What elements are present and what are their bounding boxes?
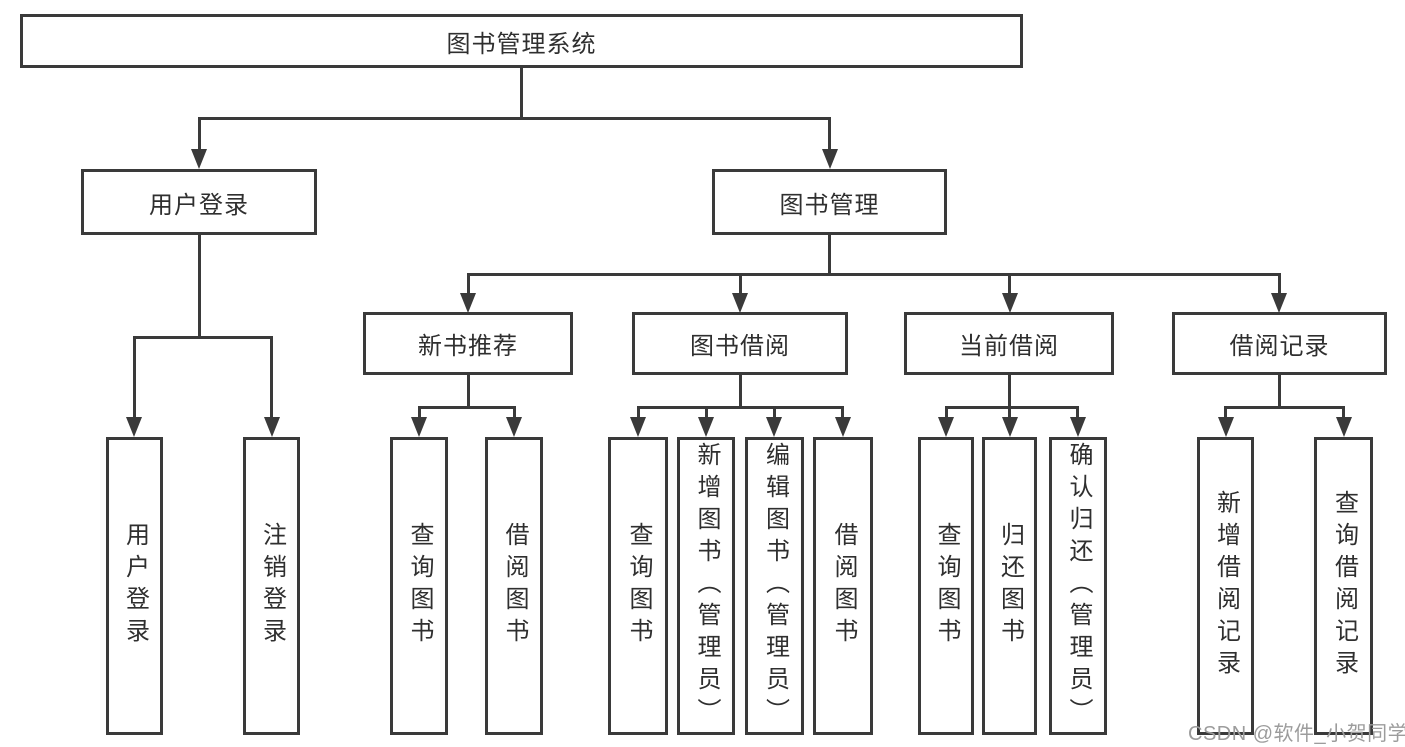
node-leaf-cb-confirm-return-admin: 确认归还（管理员）: [1049, 437, 1107, 735]
connector-arm: [513, 406, 516, 420]
connector-new-book-stub: [467, 375, 470, 406]
node-root: 图书管理系统: [20, 14, 1023, 68]
connector-borrow-records-stub: [1278, 375, 1281, 406]
arrow-down-icon: [1002, 417, 1018, 437]
node-leaf-br-query-record: 查询借阅记录: [1314, 437, 1373, 735]
watermark-text: CSDN @软件_小贺同学: [1188, 723, 1405, 745]
arrow-down-icon: [191, 149, 207, 169]
connector-book-borrow-split: [637, 406, 844, 409]
node-leaf-bb-add-books-admin-label: 新增图书（管理员）: [693, 442, 720, 730]
node-borrow-records: 借阅记录: [1172, 312, 1387, 375]
node-leaf-bb-add-books-admin: 新增图书（管理员）: [677, 437, 735, 735]
connector-new-book-split: [418, 406, 515, 409]
node-leaf-bb-edit-books-admin-label: 编辑图书（管理员）: [761, 442, 789, 730]
arrow-down-icon: [1002, 293, 1018, 313]
arrow-down-icon: [1336, 417, 1352, 437]
node-leaf-bb-borrow-books: 借阅图书: [813, 437, 873, 735]
arrow-down-icon: [630, 417, 646, 437]
arrow-down-icon: [938, 417, 954, 437]
node-leaf-bb-query-books-label: 查询图书: [625, 522, 652, 650]
connector-current-borrow-arm: [1008, 273, 1011, 295]
node-book-borrow-label: 图书借阅: [690, 333, 790, 360]
node-current-borrow: 当前借阅: [904, 312, 1114, 375]
connector-borrow-records-split: [1224, 406, 1345, 409]
node-leaf-rec-borrow-books: 借阅图书: [485, 437, 543, 735]
connector-book-mgmt-split: [467, 273, 1281, 276]
arrow-down-icon: [835, 417, 851, 437]
connector-arm: [1224, 406, 1227, 420]
arrow-down-icon: [460, 293, 476, 313]
connector-book-borrow-arm: [739, 273, 742, 295]
node-user-login-branch-label: 用户登录: [149, 191, 249, 219]
node-leaf-bb-query-books: 查询图书: [608, 437, 668, 735]
connector-root-stub: [520, 68, 523, 117]
node-leaf-bb-borrow-books-label: 借阅图书: [830, 522, 857, 650]
connector-arm: [1342, 406, 1345, 420]
arrow-down-icon: [1070, 417, 1086, 437]
arrow-down-icon: [766, 417, 782, 437]
node-leaf-cb-return-books: 归还图书: [982, 437, 1037, 735]
connector-book-borrow-stub: [739, 375, 742, 406]
node-leaf-cb-confirm-return-admin-label: 确认归还（管理员）: [1065, 442, 1092, 730]
node-borrow-records-label: 借阅记录: [1229, 333, 1330, 360]
connector-book-mgmt-arm: [828, 117, 831, 153]
connector-level1-split: [198, 117, 831, 120]
connector-user-login-stub: [198, 235, 201, 336]
connector-arm: [1076, 406, 1079, 420]
node-book-management-branch-label: 图书管理: [779, 191, 880, 219]
node-book-management-branch: 图书管理: [712, 169, 947, 235]
node-leaf-rec-query-books-label: 查询图书: [406, 522, 433, 650]
arrow-down-icon: [264, 417, 280, 437]
connector-new-book-arm: [467, 273, 470, 295]
node-user-login-branch: 用户登录: [81, 169, 317, 235]
node-leaf-rec-borrow-books-label: 借阅图书: [501, 522, 528, 650]
arrow-down-icon: [822, 149, 838, 169]
arrow-down-icon: [1271, 293, 1287, 313]
connector-arm: [1008, 406, 1011, 420]
connector-logout-arm: [270, 336, 273, 419]
arrow-down-icon: [411, 417, 427, 437]
node-leaf-cb-query-books: 查询图书: [918, 437, 974, 735]
node-leaf-br-add-record: 新增借阅记录: [1197, 437, 1254, 735]
connector-arm: [418, 406, 421, 420]
arrow-down-icon: [698, 417, 714, 437]
connector-current-borrow-stub: [1008, 375, 1011, 406]
node-book-borrow: 图书借阅: [632, 312, 848, 375]
connector-user-login-split: [133, 336, 273, 339]
connector-arm: [705, 406, 708, 420]
arrow-down-icon: [506, 417, 522, 437]
arrow-down-icon: [1218, 417, 1234, 437]
connector-borrow-records-arm: [1278, 273, 1281, 295]
node-leaf-logout-label: 注销登录: [258, 522, 286, 650]
node-leaf-user-login-label: 用户登录: [121, 522, 149, 650]
node-current-borrow-label: 当前借阅: [959, 333, 1059, 360]
node-leaf-rec-query-books: 查询图书: [390, 437, 448, 735]
connector-user-login-arm: [198, 117, 201, 153]
node-leaf-br-query-record-label: 查询借阅记录: [1330, 490, 1358, 682]
connector-login-arm: [133, 336, 136, 419]
arrow-down-icon: [732, 293, 748, 313]
connector-arm: [773, 406, 776, 420]
node-leaf-br-add-record-label: 新增借阅记录: [1212, 490, 1240, 682]
node-leaf-user-login: 用户登录: [106, 437, 163, 735]
node-new-book-recommend: 新书推荐: [363, 312, 573, 375]
connector-arm: [945, 406, 948, 420]
node-leaf-cb-return-books-label: 归还图书: [996, 522, 1024, 650]
node-new-book-recommend-label: 新书推荐: [418, 333, 518, 360]
node-leaf-logout: 注销登录: [243, 437, 300, 735]
connector-arm: [637, 406, 640, 420]
connector-current-borrow-split: [945, 406, 1079, 409]
connector-book-mgmt-stub: [828, 234, 831, 276]
connector-arm: [841, 406, 844, 420]
node-leaf-cb-query-books-label: 查询图书: [933, 522, 960, 650]
node-leaf-bb-edit-books-admin: 编辑图书（管理员）: [745, 437, 804, 735]
node-root-label: 图书管理系统: [446, 30, 597, 58]
arrow-down-icon: [126, 417, 142, 437]
